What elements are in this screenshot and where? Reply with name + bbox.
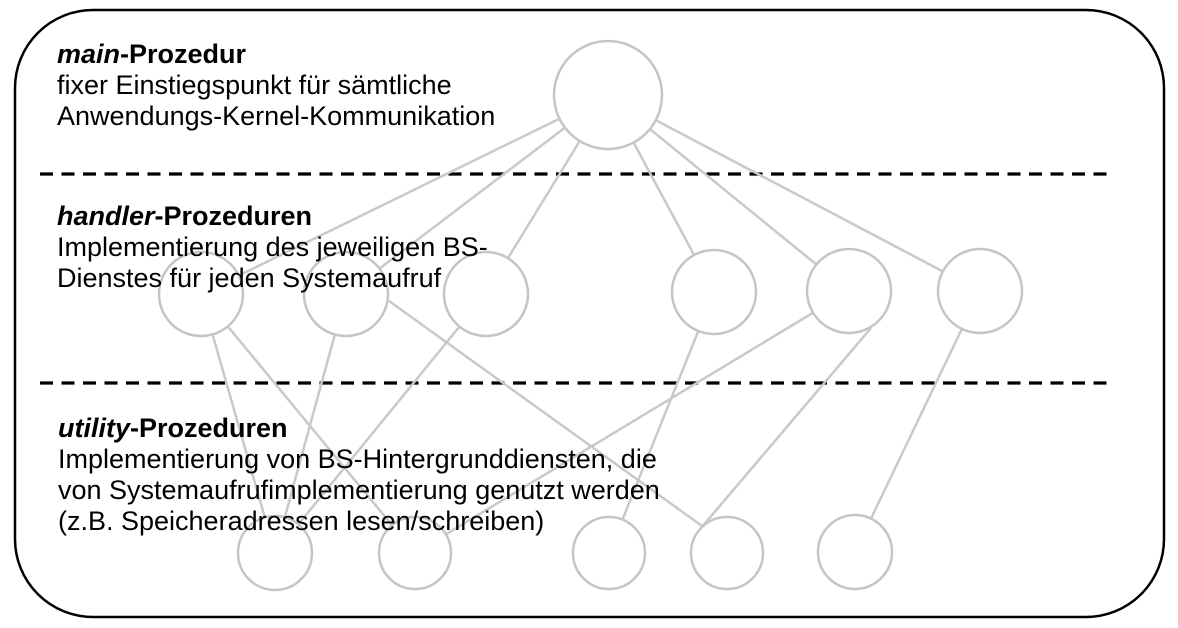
node-utility-u3-circle: [571, 515, 647, 591]
edge-h1-u2: [200, 293, 416, 554]
edge-h5-u4: [700, 327, 872, 529]
edge-h2-u1: [273, 293, 348, 554]
node-handler-h5-circle: [805, 247, 893, 335]
utility-procedures-title: utility-Prozeduren: [58, 413, 660, 444]
handler-procedures-label: handler-Prozeduren Implementierung des j…: [57, 201, 488, 294]
node-handler-h3-circle: [442, 250, 530, 338]
utility-procedures-desc-line2: von Systemaufrufimplementierung genutzt …: [58, 475, 660, 505]
edge-h3-u1: [274, 293, 487, 554]
node-utility-u1-circle: [236, 514, 314, 592]
main-procedure-title-italic: main: [57, 39, 121, 69]
utility-procedures-title-italic: utility: [58, 413, 130, 443]
main-procedure-title: main-Prozedur: [57, 39, 495, 70]
utility-procedures-title-rest: -Prozeduren: [130, 413, 288, 443]
node-handler-h2-circle: [302, 250, 390, 338]
main-procedure-label: main-Prozedur fixer Einstiegspunkt für s…: [57, 39, 495, 132]
diagram-frame-border: [13, 8, 1166, 619]
handler-procedures-title: handler-Prozeduren: [57, 201, 488, 232]
handler-procedures-desc-line2: Dienstes für jeden Systemaufruf: [57, 263, 442, 293]
utility-procedures-desc-line1: Implementierung von BS-Hintergrunddienst…: [58, 444, 657, 474]
node-handler-h1-circle: [157, 250, 245, 338]
edge-h5-u2: [414, 289, 850, 555]
edge-h2-u4: [388, 299, 703, 528]
edge-main-h6: [607, 93, 981, 293]
handler-procedures-desc-line1: Implementierung des jeweiligen BS-: [57, 232, 488, 262]
utility-procedures-desc-line3: (z.B. Speicheradressen lesen/schreiben): [58, 506, 545, 536]
edge-h4-u3: [607, 291, 716, 554]
edge-h6-u5: [853, 290, 982, 553]
node-handler-h6-circle: [936, 247, 1024, 335]
main-procedure-desc-line1: fixer Einstiegspunkt für sämtliche: [57, 70, 452, 100]
node-main-main-circle: [552, 39, 664, 151]
edge-main-h1: [200, 93, 609, 296]
handler-procedures-title-italic: handler: [57, 201, 155, 231]
main-procedure-desc-line2: Anwendungs-Kernel-Kommunikation: [57, 101, 496, 131]
node-utility-u4-circle: [689, 515, 765, 591]
node-utility-u2-circle: [377, 515, 453, 591]
node-handler-h4-circle: [670, 248, 758, 336]
handler-procedures-title-rest: -Prozeduren: [154, 201, 313, 231]
main-procedure-title-rest: -Prozedur: [120, 39, 247, 69]
utility-procedures-label: utility-Prozeduren Implementierung von B…: [58, 413, 660, 537]
edge-h1-u1: [199, 293, 277, 554]
node-utility-u5-circle: [816, 513, 894, 591]
